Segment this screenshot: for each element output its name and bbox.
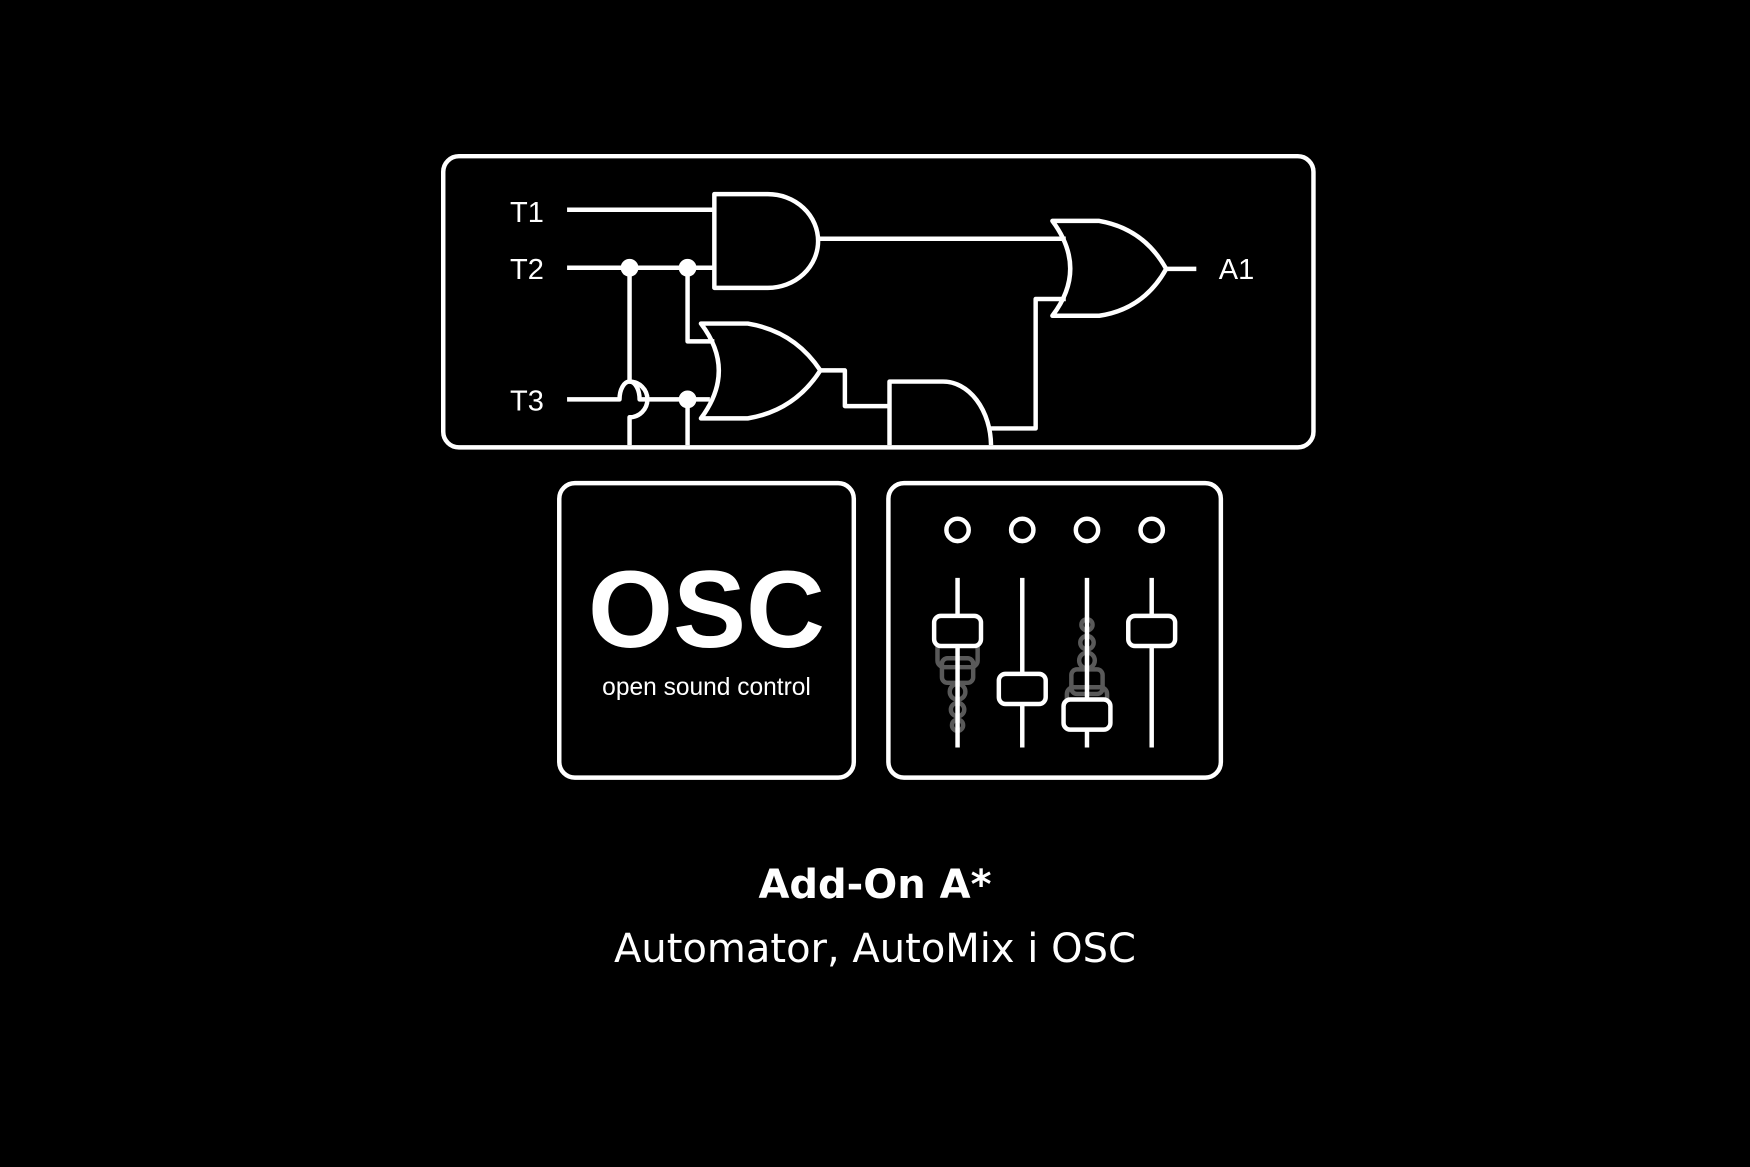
knob-icon [944, 516, 971, 544]
fader-slider[interactable] [996, 577, 1048, 748]
or-gate-icon [1050, 218, 1169, 318]
junction-dot [620, 258, 639, 277]
mixer-panel [886, 480, 1224, 780]
junction-dot [678, 390, 697, 409]
input-label-t1: T1 [510, 197, 544, 229]
fader-handle [996, 671, 1048, 707]
osc-subtitle: open sound control [602, 674, 811, 701]
wires [567, 207, 1197, 446]
fader-slider[interactable] [931, 577, 984, 748]
logic-circuit-panel: T1 T2 T3 A1 [441, 153, 1316, 450]
knob-icon [1008, 516, 1036, 544]
caption-subtitle: Automator, AutoMix i OSC [614, 926, 1136, 972]
or-gate-icon [698, 321, 823, 421]
knob-icons [944, 516, 1166, 544]
input-label-t3: T3 [510, 386, 544, 418]
fader-handle [1061, 697, 1113, 732]
junction-dot [678, 258, 697, 277]
fader-handle [1126, 613, 1178, 649]
osc-panel: OSC open sound control [557, 480, 857, 780]
knob-icon [1138, 516, 1166, 544]
input-label-t2: T2 [510, 254, 544, 286]
and-gate-icon [887, 379, 994, 446]
caption-title: Add-On A* [758, 862, 992, 908]
osc-logo-text: OSC [588, 549, 825, 671]
output-label-a1: A1 [1219, 254, 1254, 286]
fader-handle [931, 613, 984, 649]
fader-slider[interactable] [1126, 577, 1178, 748]
knob-icon [1073, 516, 1101, 544]
fader-slider[interactable] [1061, 577, 1113, 748]
and-gate-icon [712, 191, 821, 291]
